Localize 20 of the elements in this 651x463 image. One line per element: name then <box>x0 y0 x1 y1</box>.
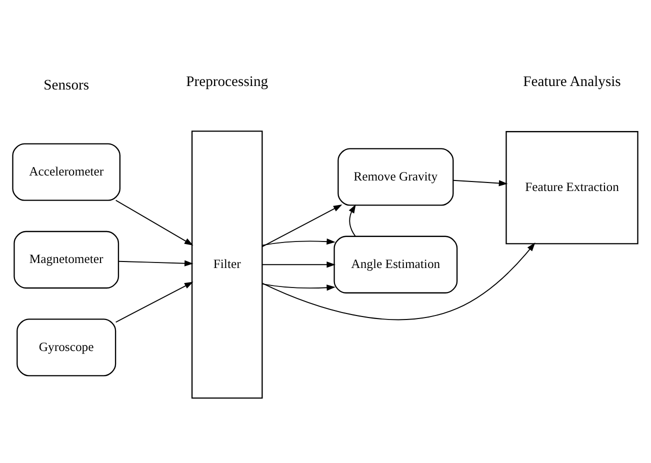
arrow <box>115 200 194 246</box>
node-box: Feature Extraction <box>506 131 638 244</box>
node-box: Magnetometer <box>14 230 120 289</box>
arrow <box>452 180 508 186</box>
arrow <box>262 204 342 248</box>
arrow <box>115 282 194 323</box>
arrow <box>348 204 356 237</box>
node-box: Accelerometer <box>12 143 120 201</box>
label: Preprocessing <box>186 74 268 90</box>
node-box: Remove Gravity <box>338 148 454 206</box>
arrow <box>262 262 336 268</box>
node-box: Gyroscope <box>16 318 116 376</box>
arrow <box>262 238 336 246</box>
arrow <box>118 260 194 266</box>
arrow <box>262 283 336 291</box>
node-box: Filter <box>191 130 263 399</box>
label: Feature Analysis <box>523 74 621 90</box>
arrow <box>262 242 536 320</box>
label: Sensors <box>44 78 90 94</box>
node-box: Angle Estimation <box>334 236 458 294</box>
